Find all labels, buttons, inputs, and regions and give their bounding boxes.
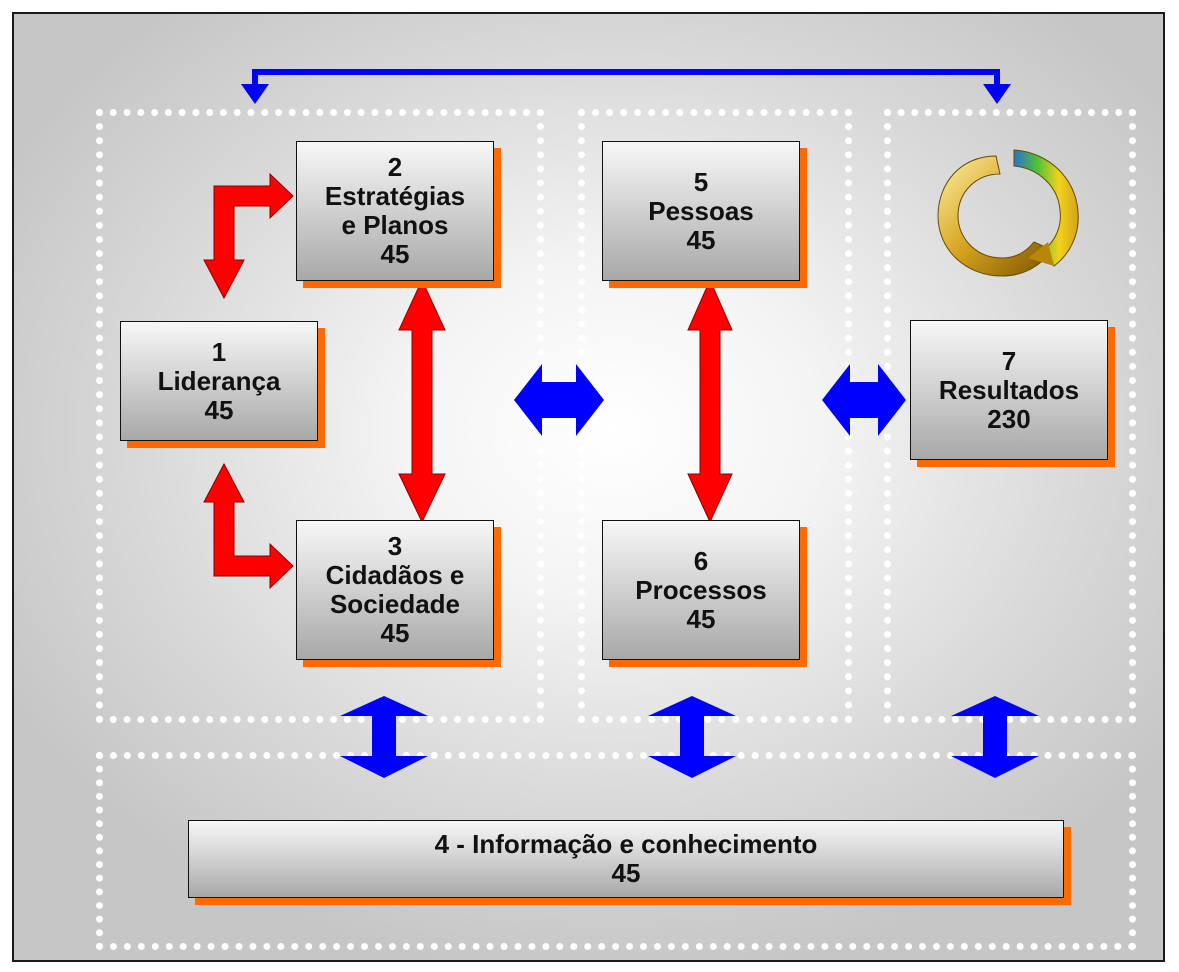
box-lideranca: 1 Liderança 45 [120, 321, 318, 441]
arrows-layer [203, 69, 1039, 778]
box-resultados-score: 230 [987, 403, 1031, 434]
blue-horizontal-arrow-right [822, 364, 906, 436]
box-lideranca-label: Liderança [157, 365, 281, 396]
top-connector-arrowhead-left [241, 84, 269, 104]
box-pessoas-score: 45 [686, 224, 716, 255]
box-cidadaos-label-line1: Cidadãos e [325, 560, 465, 590]
group-information [96, 752, 1136, 950]
blue-vertical-arrow-3 [951, 696, 1039, 778]
box-pessoas-number: 5 [693, 166, 709, 197]
box-informacao-score: 45 [611, 858, 641, 888]
top-connector-arrowhead-right [983, 84, 1011, 104]
box-resultados: 7 Resultados 230 [910, 320, 1108, 460]
gespublica-cycle-logo-icon [937, 149, 1079, 277]
box-estrategias-label-line1: Estratégias [324, 181, 466, 211]
box-pessoas-label: Pessoas [648, 195, 754, 226]
box-cidadaos: 3 Cidadãos e Sociedade 45 [296, 520, 494, 660]
box-lideranca-number: 1 [211, 336, 227, 367]
box-cidadaos-number: 3 [387, 531, 403, 561]
blue-horizontal-arrow-left [514, 364, 604, 436]
diagram-frame: 1 Liderança 45 2 Estratégias e Planos 45… [12, 12, 1165, 962]
box-processos-number: 6 [693, 545, 709, 576]
box-estrategias: 2 Estratégias e Planos 45 [296, 141, 494, 281]
box-estrategias-number: 2 [387, 152, 403, 182]
red-elbow-arrow-bottom [203, 462, 294, 590]
red-elbow-arrow-top [203, 172, 294, 300]
box-resultados-label: Resultados [938, 374, 1080, 405]
box-estrategias-label-line2: e Planos [341, 210, 449, 240]
box-estrategias-score: 45 [380, 239, 410, 269]
box-lideranca-score: 45 [204, 394, 234, 425]
red-vertical-arrow-right [687, 278, 733, 524]
box-informacao-title: 4 - Informação e conhecimento [434, 829, 818, 859]
box-cidadaos-score: 45 [380, 618, 410, 648]
box-informacao: 4 - Informação e conhecimento 45 [188, 820, 1064, 898]
box-resultados-number: 7 [1001, 345, 1017, 376]
box-processos-score: 45 [686, 603, 716, 634]
box-processos-label: Processos [635, 574, 767, 605]
box-processos: 6 Processos 45 [602, 520, 800, 660]
top-connector-arrow [252, 69, 1000, 84]
blue-vertical-arrow-1 [340, 696, 428, 778]
blue-vertical-arrow-2 [648, 696, 736, 778]
box-pessoas: 5 Pessoas 45 [602, 141, 800, 281]
red-vertical-arrow-left [398, 278, 446, 524]
box-cidadaos-label-line2: Sociedade [329, 589, 461, 619]
